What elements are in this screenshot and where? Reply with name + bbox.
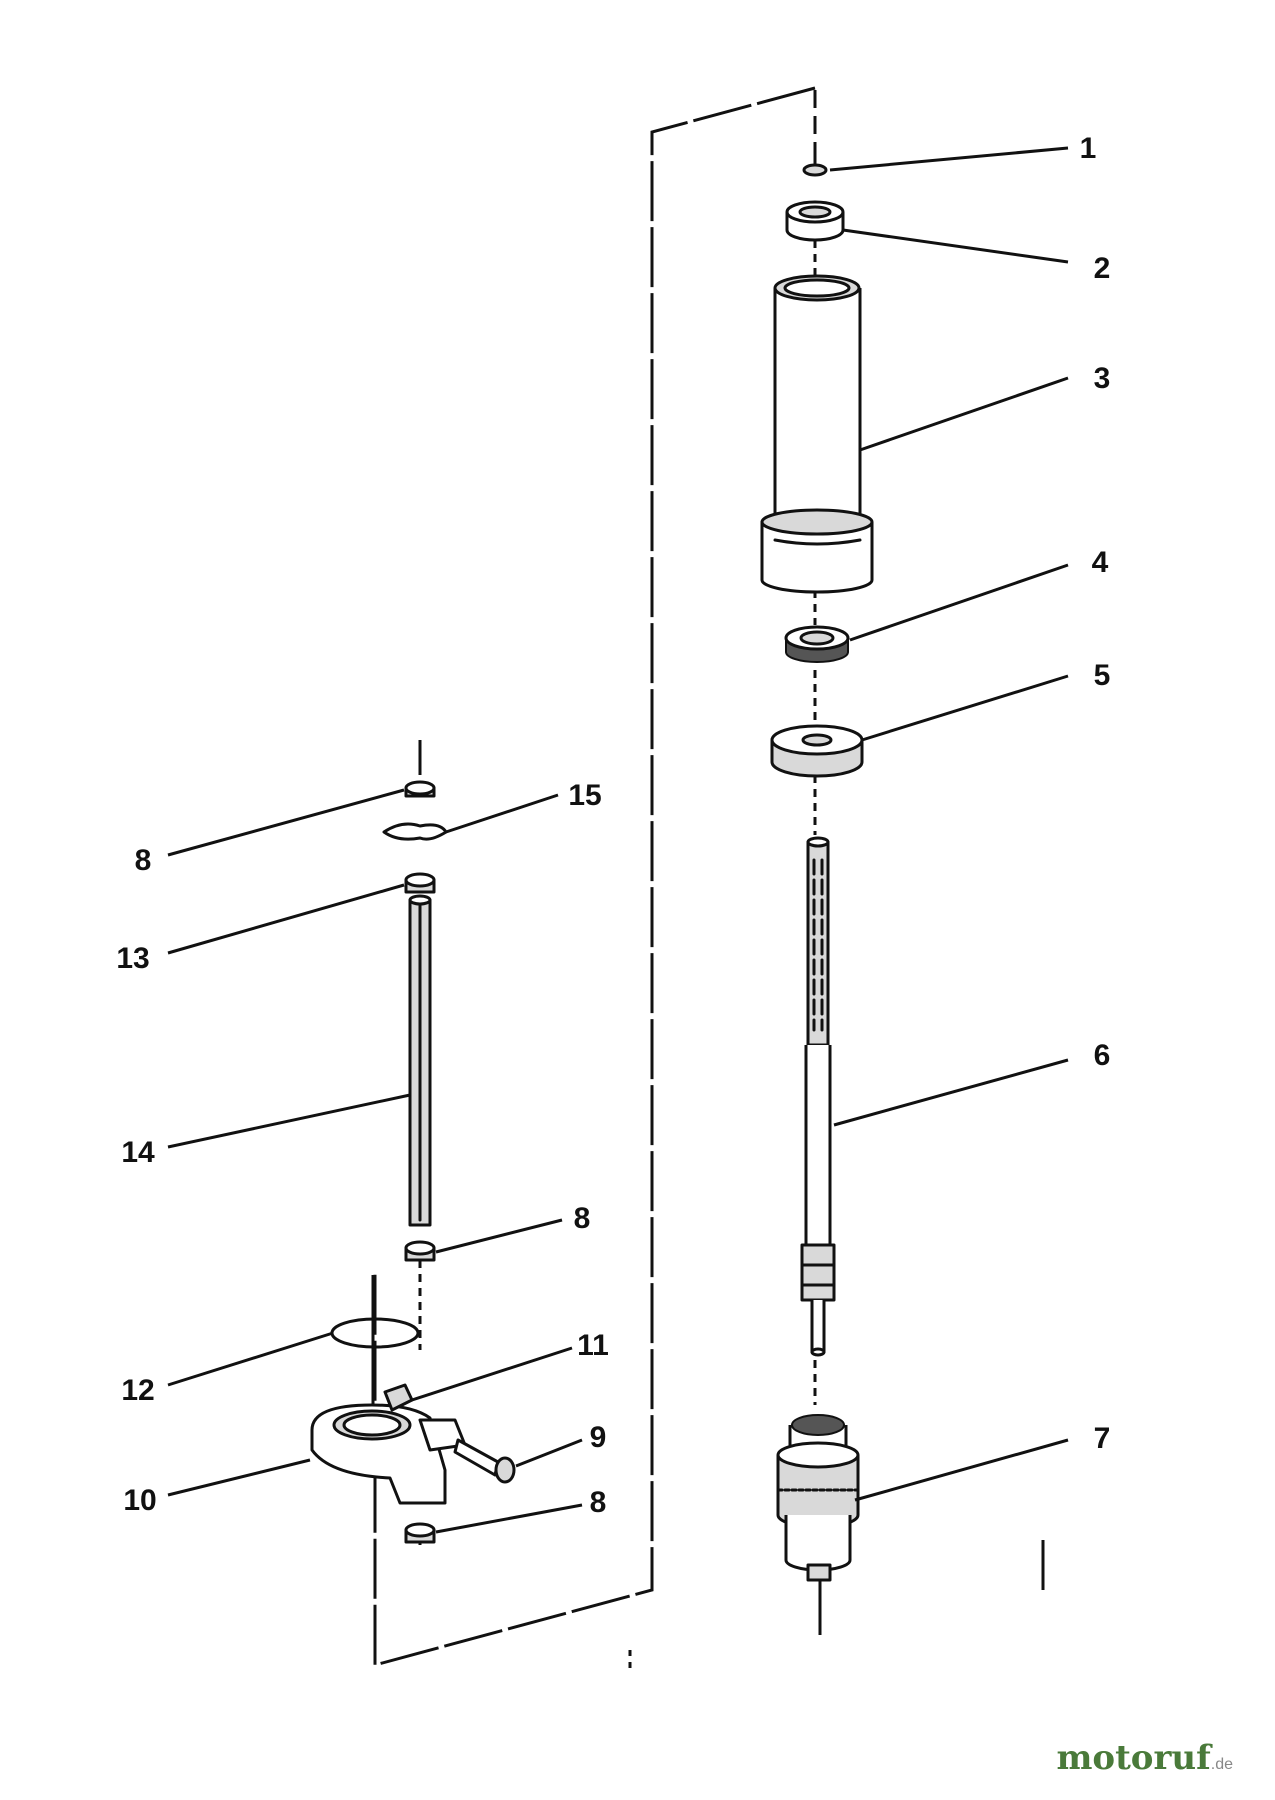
part-11-screw (383, 1383, 414, 1412)
callout-6: 6 (1094, 1039, 1111, 1072)
part-3-quill-tube (760, 274, 874, 594)
callout-7: 7 (1094, 1422, 1111, 1455)
part-6-spindle (800, 836, 836, 1357)
part-13-nut (404, 872, 436, 894)
callout-11: 11 (577, 1329, 609, 1362)
callout-13: 13 (116, 942, 149, 975)
callout-8-bottom: 8 (590, 1486, 607, 1519)
leader-lines (167, 146, 1069, 1534)
part-14-rod (408, 894, 432, 1227)
callout-5: 5 (1094, 659, 1111, 692)
callout-15: 15 (568, 779, 601, 812)
part-8-nut-bottom (404, 1522, 436, 1544)
callout-3: 3 (1094, 362, 1111, 395)
part-10-bracket (310, 1403, 467, 1505)
callout-8-middle: 8 (574, 1202, 591, 1235)
part-1-clip (802, 163, 828, 177)
callout-numbers: 1 2 3 4 5 6 7 8 15 13 14 8 12 11 9 10 8 (116, 132, 1110, 1519)
callout-10: 10 (123, 1484, 156, 1517)
part-5-washer (770, 724, 864, 778)
callout-1: 1 (1080, 132, 1097, 165)
part-8-nut-middle (404, 1240, 436, 1262)
watermark-logo: motoruf.de (1056, 1738, 1233, 1778)
part-4-bearing (784, 625, 850, 663)
part-8-nut-top (404, 780, 436, 798)
callout-14: 14 (121, 1136, 155, 1169)
part-7-drill-chuck (776, 1414, 860, 1582)
assembly-frame (373, 86, 1045, 1670)
callout-2: 2 (1094, 252, 1111, 285)
part-15-clip (382, 822, 448, 841)
right-assembly-axis (813, 150, 822, 1635)
callout-8-top: 8 (135, 844, 152, 877)
part-2-collar (785, 200, 845, 242)
callout-9: 9 (590, 1421, 607, 1454)
watermark-brand: motoruf (1056, 1738, 1211, 1778)
part-9-bolt (453, 1438, 516, 1484)
callout-4: 4 (1092, 546, 1109, 579)
callout-12: 12 (121, 1374, 154, 1407)
watermark-tld: .de (1210, 1756, 1233, 1773)
